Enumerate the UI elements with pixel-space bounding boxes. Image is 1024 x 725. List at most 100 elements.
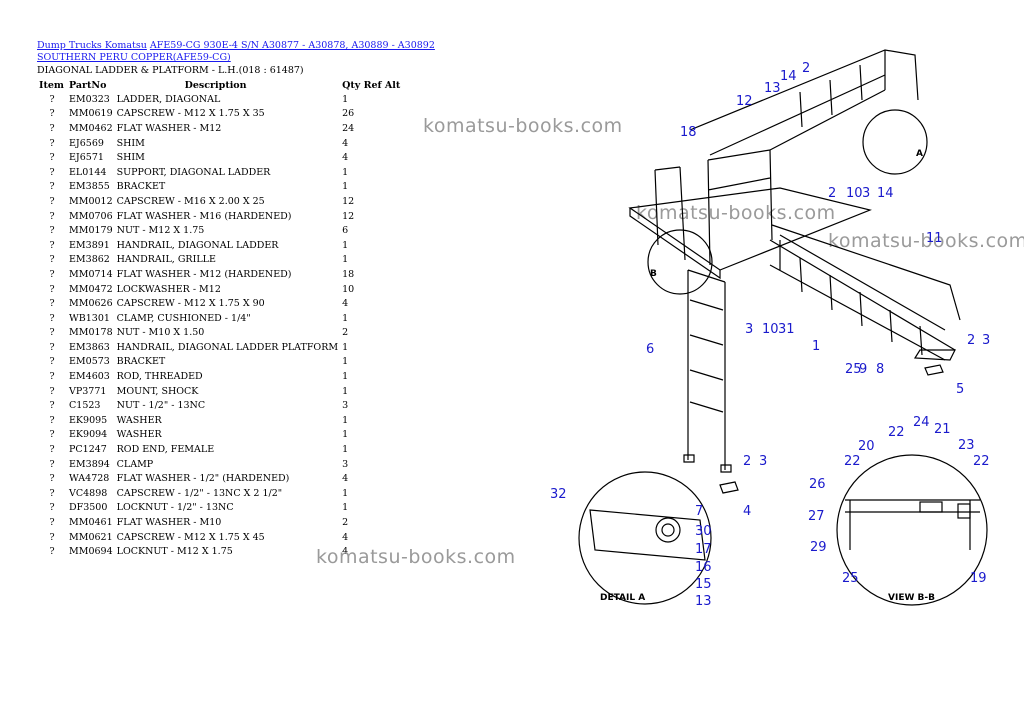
platform-edge xyxy=(629,208,721,280)
view-bb-label: VIEW B-B xyxy=(888,593,935,603)
description-cell: BRACKET xyxy=(116,181,166,193)
callout-number: 26 xyxy=(809,477,826,492)
partno-cell: WB1301 xyxy=(69,312,110,324)
partno-cell: MM0012 xyxy=(69,195,113,207)
item-cell: ? xyxy=(49,444,55,456)
callout-number: 9 xyxy=(859,362,867,377)
callout-number: 31 xyxy=(778,322,795,337)
qty-cell: 1 xyxy=(342,166,349,178)
callout-number: 32 xyxy=(550,487,567,502)
callout-number: 2 xyxy=(743,454,751,469)
callout-number: 7 xyxy=(695,504,703,519)
breadcrumb: Dump Trucks Komatsu AFE59-CG 930E-4 S/N … xyxy=(37,40,457,64)
detail-a-bracket xyxy=(589,509,706,561)
item-cell: ? xyxy=(49,108,55,120)
callout-number: 17 xyxy=(695,542,712,557)
view-bb-rod-end xyxy=(957,503,971,519)
description-cell: LADDER, DIAGONAL xyxy=(116,93,221,105)
qty-cell: 1 xyxy=(342,254,349,266)
callout-number: 2 xyxy=(967,333,975,348)
item-cell: ? xyxy=(49,414,55,426)
callout-number: 27 xyxy=(808,509,825,524)
description-cell: ROD END, FEMALE xyxy=(116,444,215,456)
partno-cell: MM0472 xyxy=(69,283,113,295)
description-cell: ROD, THREADED xyxy=(116,371,203,383)
breadcrumb-link-dump-trucks[interactable]: Dump Trucks Komatsu xyxy=(37,40,147,51)
partno-cell: PC1247 xyxy=(69,444,107,456)
qty-cell: 2 xyxy=(342,327,349,339)
description-cell: NUT - M12 X 1.75 xyxy=(116,225,205,237)
qty-cell: 24 xyxy=(342,122,355,134)
qty-cell: 4 xyxy=(342,473,349,485)
qty-cell: 4 xyxy=(342,531,349,543)
description-cell: CLAMP, CUSHIONED - 1/4" xyxy=(116,312,251,324)
description-cell: CAPSCREW - M12 X 1.75 X 90 xyxy=(116,298,265,310)
item-cell: ? xyxy=(49,210,55,222)
description-cell: WASHER xyxy=(116,429,162,441)
partno-cell: MM0706 xyxy=(69,210,113,222)
callout-number: 12 xyxy=(736,94,753,109)
callout-number: 2 xyxy=(802,61,810,76)
qty-cell: 1 xyxy=(342,385,349,397)
description-cell: CAPSCREW - M12 X 1.75 X 45 xyxy=(116,531,265,543)
description-cell: FLAT WASHER - M12 (HARDENED) xyxy=(116,268,292,280)
callout-number: 3 xyxy=(759,454,767,469)
detail-a-mount xyxy=(655,517,681,543)
description-cell: SHIM xyxy=(116,137,145,149)
partno-cell: EK9094 xyxy=(69,429,108,441)
qty-cell: 3 xyxy=(342,458,349,470)
qty-cell: 4 xyxy=(342,152,349,164)
callout-number: 3 xyxy=(745,322,753,337)
detail-a-marker-circle xyxy=(862,109,928,175)
watermark-text: komatsu-books.com xyxy=(636,202,836,224)
callout-number: 25 xyxy=(845,362,862,377)
qty-cell: 4 xyxy=(342,546,349,558)
view-bb-structure xyxy=(845,499,980,550)
partno-cell: EJ6569 xyxy=(69,137,104,149)
diagonal-ladder-handrail xyxy=(771,224,961,331)
platform-handrail-back xyxy=(707,149,773,266)
qty-cell: 1 xyxy=(342,371,349,383)
partno-cell: MM0621 xyxy=(69,531,113,543)
partno-cell: EJ6571 xyxy=(69,152,104,164)
qty-cell: 1 xyxy=(342,181,349,193)
callout-number: 1 xyxy=(812,339,820,354)
shim-plate xyxy=(719,481,739,494)
ladder-feet xyxy=(683,454,732,473)
description-cell: SUPPORT, DIAGONAL LADDER xyxy=(116,166,271,178)
description-cell: BRACKET xyxy=(116,356,166,368)
item-cell: ? xyxy=(49,195,55,207)
item-cell: ? xyxy=(49,531,55,543)
item-cell: ? xyxy=(49,473,55,485)
view-bb-circle xyxy=(836,454,988,606)
partno-cell: EM0323 xyxy=(69,93,110,105)
qty-cell: 1 xyxy=(342,341,349,353)
item-cell: ? xyxy=(49,487,55,499)
description-cell: FLAT WASHER - 1/2" (HARDENED) xyxy=(116,473,290,485)
item-cell: ? xyxy=(49,385,55,397)
qty-cell: 6 xyxy=(342,225,349,237)
platform-deck xyxy=(628,187,872,271)
partno-cell: MM0461 xyxy=(69,517,113,529)
header-partno: PartNo xyxy=(69,79,107,91)
callout-number: 22 xyxy=(973,454,990,469)
callout-number: 3 xyxy=(982,333,990,348)
breadcrumb-link-model[interactable]: AFE59-CG 930E-4 S/N A30877 - A30878, A30… xyxy=(37,40,435,63)
diagonal-ladder-steps xyxy=(799,257,923,356)
item-cell: ? xyxy=(49,546,55,558)
description-cell: SHIM xyxy=(116,152,145,164)
